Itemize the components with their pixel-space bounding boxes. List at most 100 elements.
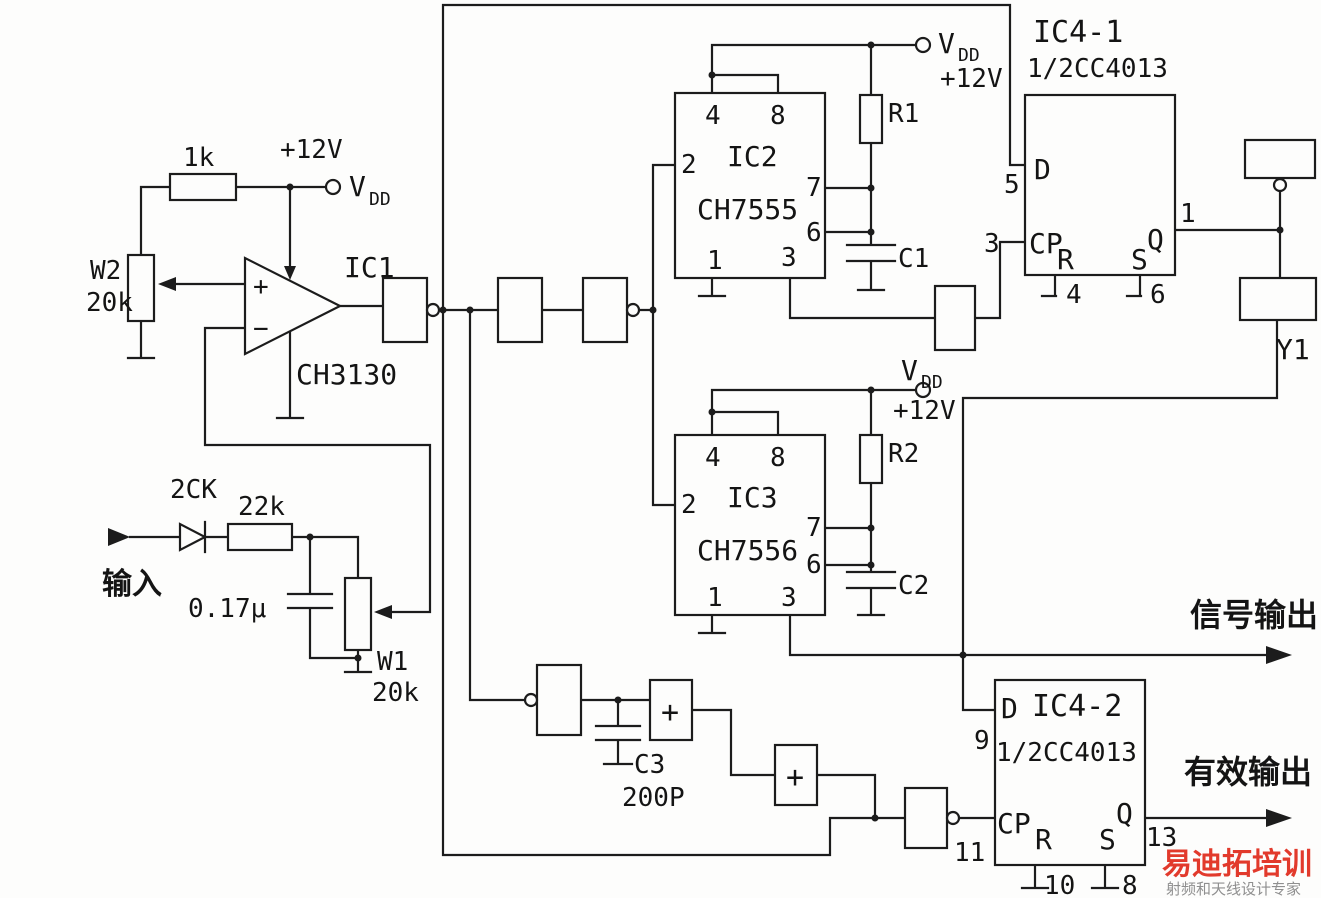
ic3-pin2: 2 bbox=[681, 490, 697, 520]
resistor-r1 bbox=[858, 93, 884, 145]
ic42-name: IC4-2 bbox=[1032, 689, 1122, 724]
label-22k: 22k bbox=[238, 492, 285, 522]
buffer-gate-2 bbox=[496, 276, 544, 344]
label-r2: R2 bbox=[888, 439, 919, 469]
junction-dots bbox=[286, 41, 1284, 822]
buffer-gate-4 bbox=[933, 284, 977, 352]
ic3-pin4: 4 bbox=[705, 443, 721, 473]
ic2-part: CH7555 bbox=[697, 193, 798, 226]
wires-analog-input bbox=[126, 185, 432, 674]
valid-output-label: 有效输出 bbox=[1184, 753, 1312, 791]
ic2-timer-body bbox=[673, 91, 827, 280]
ic41-pin4: 4 bbox=[1066, 280, 1082, 310]
label-w1: W1 bbox=[377, 647, 408, 677]
ic41-d: D bbox=[1034, 153, 1051, 186]
label-2ck: 2CK bbox=[170, 475, 217, 505]
resistor-r2 bbox=[858, 433, 884, 485]
opamp-minus-input: − bbox=[253, 314, 269, 344]
label-plus12v-left: +12V bbox=[280, 135, 343, 165]
ic42-pin8: 8 bbox=[1122, 871, 1138, 898]
ic41-pin5: 5 bbox=[1004, 170, 1020, 200]
ic2-pin4: 4 bbox=[705, 101, 721, 131]
watermark-brand: 易迪拓培训 bbox=[1162, 847, 1312, 882]
label-ch3130: CH3130 bbox=[296, 358, 397, 391]
buffer-gate-5 bbox=[523, 663, 583, 737]
crystal-y1-body bbox=[1238, 276, 1318, 322]
sum-gate-1-plus: + bbox=[661, 695, 679, 730]
ic42-d: D bbox=[1001, 692, 1018, 725]
label-vdd-dd-mid: DD bbox=[921, 372, 943, 393]
wires-timer1 bbox=[697, 43, 1027, 320]
opamp-triangle bbox=[243, 256, 343, 356]
ic41-s: S bbox=[1131, 243, 1148, 276]
ic2-pin3: 3 bbox=[781, 243, 797, 273]
ic3-pin1: 1 bbox=[707, 583, 723, 613]
label-w2-value: 20k bbox=[86, 288, 133, 318]
ic41-pin3: 3 bbox=[984, 229, 1000, 259]
resistor-22k bbox=[226, 522, 294, 552]
ic42-pin10: 10 bbox=[1044, 871, 1075, 898]
ic42-cp: CP bbox=[997, 807, 1031, 840]
ic3-pin8: 8 bbox=[770, 443, 786, 473]
output-device-box bbox=[1243, 138, 1317, 193]
ic3-pin6: 6 bbox=[806, 550, 822, 580]
buffer-gate-6 bbox=[903, 786, 961, 850]
ic42-pin9: 9 bbox=[974, 726, 990, 756]
ic2-name: IC2 bbox=[727, 140, 778, 173]
resistor-1k bbox=[168, 172, 238, 202]
label-vdd-v-mid: V bbox=[901, 354, 918, 387]
vdd-terminal-2 bbox=[914, 36, 932, 54]
ic3-pin3: 3 bbox=[781, 583, 797, 613]
label-vdd-dd-top: DD bbox=[958, 45, 980, 66]
sum-gate-1 bbox=[648, 678, 694, 742]
potentiometer-w1 bbox=[343, 576, 373, 652]
ic41-r: R bbox=[1057, 243, 1074, 276]
label-200p: 200P bbox=[622, 783, 685, 813]
ic41-q: Q bbox=[1147, 223, 1164, 256]
labels: 1k +12V V DD W2 20k IC1 CH3130 + − 2CK 2… bbox=[86, 15, 1318, 898]
label-w2: W2 bbox=[90, 256, 121, 286]
ic41-pin1: 1 bbox=[1180, 199, 1196, 229]
ic42-r: R bbox=[1035, 823, 1052, 856]
ic4-1-body bbox=[1023, 93, 1177, 277]
ic2-pin6: 6 bbox=[806, 218, 822, 248]
ic41-name: IC4-1 bbox=[1033, 15, 1123, 50]
label-c1: C1 bbox=[898, 244, 929, 274]
label-input-cap: 0.17μ bbox=[188, 594, 266, 624]
arrowheads bbox=[108, 266, 1292, 827]
ic42-q: Q bbox=[1116, 797, 1133, 830]
buffer-gate-1 bbox=[381, 276, 441, 344]
label-input: 输入 bbox=[102, 567, 162, 602]
diode-2ck bbox=[178, 522, 208, 552]
label-vdd-dd-left: DD bbox=[369, 189, 391, 210]
vdd-terminal-1 bbox=[324, 178, 342, 196]
label-plus12v-top: +12V bbox=[940, 64, 1003, 94]
buffer-gate-3 bbox=[581, 276, 641, 344]
label-y1: Y1 bbox=[1276, 333, 1310, 366]
sum-gate-2 bbox=[773, 743, 819, 807]
opamp-plus-input: + bbox=[253, 272, 269, 302]
label-vdd-v-left: V bbox=[349, 170, 366, 203]
sum-gate-2-plus: + bbox=[786, 760, 804, 795]
label-w1-value: 20k bbox=[372, 678, 419, 708]
ic42-s: S bbox=[1099, 823, 1116, 856]
ic42-pin11: 11 bbox=[954, 838, 985, 868]
ic41-part: 1/2CC4013 bbox=[1027, 54, 1168, 84]
label-r1: R1 bbox=[888, 99, 919, 129]
potentiometer-w2 bbox=[126, 253, 156, 323]
ic2-pin1: 1 bbox=[707, 246, 723, 276]
watermark-tagline: 射频和天线设计专家 bbox=[1166, 880, 1301, 898]
ic3-timer-body bbox=[673, 433, 827, 617]
signal-output-label: 信号输出 bbox=[1190, 596, 1318, 634]
ic2-pin2: 2 bbox=[681, 150, 697, 180]
label-1k: 1k bbox=[183, 143, 215, 173]
ic41-pin6: 6 bbox=[1150, 280, 1166, 310]
ic3-pin7: 7 bbox=[806, 513, 822, 543]
ic4-2-body bbox=[993, 678, 1147, 867]
label-plus12v-mid: +12V bbox=[893, 396, 956, 426]
label-c2: C2 bbox=[898, 571, 929, 601]
wires-flipflops bbox=[961, 189, 1282, 890]
ic2-pin8: 8 bbox=[770, 101, 786, 131]
